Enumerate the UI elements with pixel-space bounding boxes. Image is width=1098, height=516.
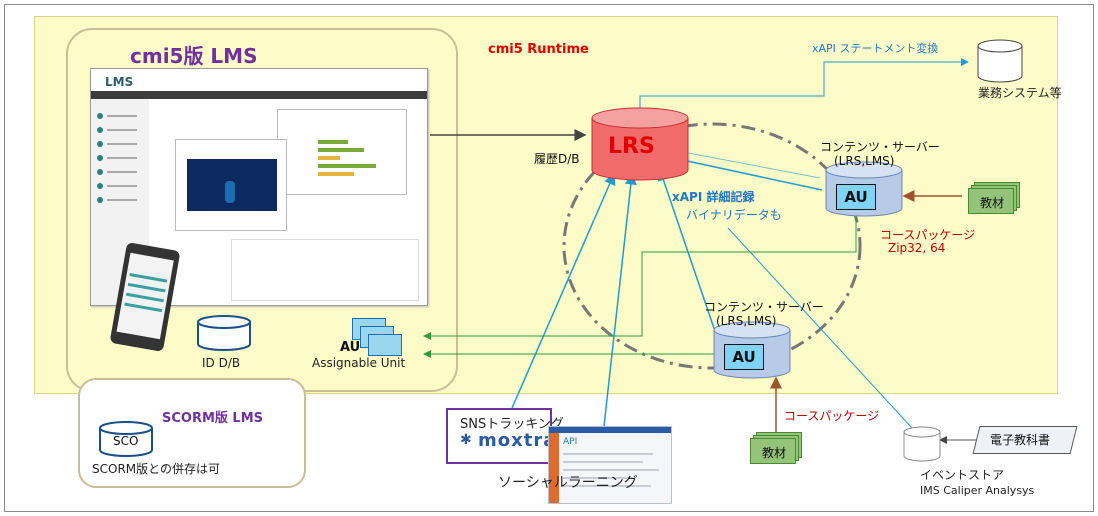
moxtra-logo-icon: ✱: [460, 432, 472, 448]
course-package-1-label: コースパッケージ: [880, 228, 976, 242]
business-system-label: 業務システム等: [978, 86, 1062, 100]
course-package-2-label: コースパッケージ: [784, 409, 880, 423]
au-folder-icon: [368, 334, 402, 356]
material-1-icon: 教材: [968, 182, 1020, 214]
scorm-coexist-label: SCORM版との併存は可: [92, 462, 221, 476]
course-package-1-format: Zip32, 64: [888, 241, 946, 255]
business-system-cylinder: [977, 39, 1023, 83]
binary-data-label: バイナリデータも: [686, 208, 782, 222]
lrs-cylinder: [591, 107, 689, 181]
event-store-sub: IMS Caliper Analysys: [920, 484, 1035, 497]
lms-logo: LMS: [105, 75, 134, 89]
sco-label: SCO: [113, 434, 139, 448]
content-server-2-label: コンテンツ・サーバー: [704, 300, 824, 314]
id-db-label: ID D/B: [202, 356, 241, 370]
lrs-label: LRS: [608, 134, 655, 159]
runtime-title: cmi5 Runtime: [488, 42, 589, 57]
sco-cylinder: [99, 421, 153, 457]
au-box-2: AU: [724, 344, 764, 370]
content-server-1-label: コンテンツ・サーバー: [820, 140, 940, 154]
scorm-lms-box: [78, 378, 306, 488]
moxtra-label: moxtra: [478, 430, 557, 451]
au-subtitle: Assignable Unit: [312, 356, 406, 370]
social-learning-screenshot: API: [548, 426, 672, 504]
lms-test-panel: [231, 239, 419, 301]
scorm-lms-title: SCORM版 LMS: [162, 411, 264, 426]
lms-video: [187, 159, 277, 211]
lms-screenshot: LMS: [90, 68, 428, 306]
social-learning-label: ソーシャルラーニング: [498, 475, 638, 491]
sns-tracking-box: [446, 408, 552, 464]
au-box-1: AU: [836, 184, 876, 210]
lms-navbar: [91, 91, 427, 99]
event-store-cylinder: [903, 426, 941, 462]
id-db-cylinder: [197, 315, 251, 351]
content-server-2-sub: (LRS,LMS): [716, 314, 777, 328]
history-db-label: 履歴D/B: [534, 152, 580, 166]
event-store-label: イベントストア: [920, 468, 1005, 482]
cmi5-lms-title: cmi5版 LMS: [130, 44, 258, 68]
au-title: AU: [340, 340, 361, 355]
lms-report-panel: [277, 109, 407, 195]
material-2-icon: 教材: [750, 432, 802, 464]
sns-tracking-label: SNSトラッキング: [460, 417, 564, 432]
ebook-label: 電子教科書: [990, 433, 1051, 447]
content-server-1-sub: (LRS,LMS): [834, 154, 895, 168]
xapi-convert-label: xAPI ステートメント変換: [812, 42, 939, 55]
xapi-detail-label: xAPI 詳細記録: [672, 190, 755, 204]
